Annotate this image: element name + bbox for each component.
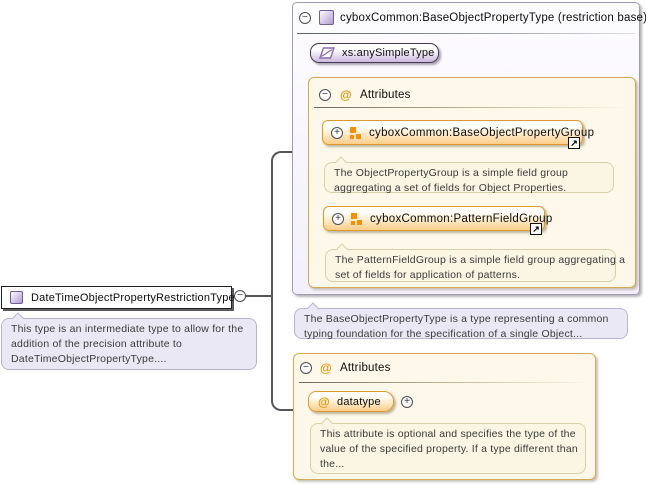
- attribute-group-icon: [351, 213, 363, 225]
- tooltip-line: set of fields for application of pattern…: [335, 269, 521, 281]
- base-type-tooltip: The BaseObjectPropertyType is a type rep…: [294, 302, 628, 340]
- plus-circle-icon[interactable]: +: [332, 213, 344, 225]
- attribute-group-icon: [350, 127, 362, 139]
- tooltip-line: value of the specified property. If a ty…: [320, 443, 578, 455]
- link-arrow-icon[interactable]: ↗: [530, 223, 542, 235]
- attribute-group-box[interactable]: + cyboxCommon:PatternFieldGroup ↗: [323, 206, 552, 235]
- simple-type-label: xs:anySimpleType: [342, 47, 435, 59]
- attribute-group-tooltip: The PatternFieldGroup is a simple field …: [325, 243, 626, 282]
- attribute-group-box[interactable]: + cyboxCommon:BaseObjectPropertyGroup ↗: [322, 120, 594, 149]
- plus-circle-icon[interactable]: +: [331, 127, 343, 139]
- tooltip-line: This type is an intermediate type to all…: [11, 323, 244, 335]
- attributes-panel: − @ Attributes @ datatype + This attribu…: [293, 353, 596, 480]
- tooltip-line: This attribute is optional and specifies…: [320, 428, 576, 440]
- root-type-label: DateTimeObjectPropertyRestrictionType: [31, 291, 235, 304]
- attributes-header: Attributes: [360, 89, 411, 101]
- attribute-box[interactable]: @ datatype: [308, 391, 394, 412]
- tooltip-line: addition of the precision attribute to: [11, 338, 183, 350]
- attribute-group-label: cyboxCommon:BaseObjectPropertyGroup: [369, 127, 595, 139]
- header-separator: [299, 382, 590, 383]
- complex-type-icon: [10, 291, 23, 304]
- tooltip-line: The PatternFieldGroup is a simple field …: [335, 254, 626, 266]
- simple-type-icon: [319, 47, 335, 59]
- tooltip-line: aggregating a set of fields for Object P…: [334, 182, 567, 194]
- attribute-group-label: cyboxCommon:PatternFieldGroup: [370, 213, 553, 225]
- link-arrow-icon[interactable]: ↗: [568, 137, 580, 149]
- attribute-tooltip: This attribute is optional and specifies…: [310, 417, 586, 474]
- connector-bracket-line: [271, 151, 293, 411]
- root-type-box[interactable]: DateTimeObjectPropertyRestrictionType: [1, 286, 235, 309]
- tooltip-line: The ObjectPropertyGroup is a simple fiel…: [334, 167, 569, 179]
- minus-circle-icon[interactable]: −: [319, 89, 331, 101]
- root-type-tooltip: This type is an intermediate type to all…: [1, 312, 257, 370]
- at-icon: @: [340, 88, 352, 102]
- header-separator: [297, 33, 635, 34]
- plus-circle-icon[interactable]: +: [401, 396, 413, 408]
- connector-stub-line: [246, 295, 272, 297]
- at-icon: @: [320, 361, 332, 375]
- tooltip-line: DateTimeObjectPropertyType....: [11, 353, 167, 365]
- tooltip-line: the...: [320, 458, 345, 470]
- at-icon: @: [318, 395, 330, 409]
- complex-type-icon: [319, 10, 334, 25]
- tooltip-line: The BaseObjectPropertyType is a type rep…: [304, 313, 609, 325]
- tooltip-line: typing foundation for the specification …: [304, 328, 583, 340]
- minus-circle-icon[interactable]: −: [300, 362, 312, 374]
- simple-type-box[interactable]: xs:anySimpleType: [310, 43, 439, 63]
- minus-circle-icon[interactable]: −: [299, 12, 311, 24]
- attribute-name-label: datatype: [337, 396, 381, 408]
- inherited-attributes-panel: − @ Attributes + cyboxCommon:BaseObjectP…: [308, 77, 636, 288]
- base-type-panel: − cyboxCommon:BaseObjectPropertyType (re…: [292, 2, 646, 295]
- attribute-group-tooltip: The ObjectPropertyGroup is a simple fiel…: [324, 156, 614, 194]
- attributes-header: Attributes: [340, 362, 391, 374]
- minus-circle-icon[interactable]: −: [234, 290, 246, 302]
- base-type-title: cyboxCommon:BaseObjectPropertyType (rest…: [340, 12, 646, 24]
- header-separator: [314, 107, 630, 108]
